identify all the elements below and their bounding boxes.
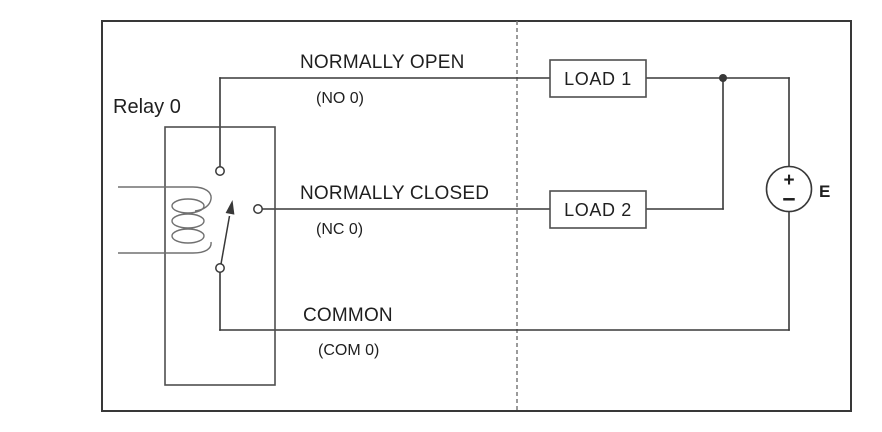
coil-loop-3: [171, 228, 205, 244]
source-plus-icon: +: [783, 170, 794, 191]
armature-arrowhead-icon: [225, 200, 235, 215]
junction-dot: [719, 74, 727, 82]
load2-label: LOAD 2: [564, 200, 632, 220]
normally-open-tag: (NO 0): [316, 90, 364, 107]
relay-coil: [118, 186, 212, 254]
coil-loop-1: [171, 198, 205, 214]
relay-box: [164, 126, 276, 386]
com-contact-terminal: [215, 263, 225, 273]
load1-label: LOAD 1: [564, 69, 632, 89]
labels-group: Relay 0 NORMALLY OPEN (NO 0) NORMALLY CL…: [113, 52, 830, 359]
load1-box: [549, 59, 647, 98]
normally-open-title: NORMALLY OPEN: [300, 52, 465, 73]
coil-bottom-lead: [118, 241, 212, 254]
source-label: E: [819, 182, 830, 201]
normally-closed-tag: (NC 0): [316, 221, 363, 238]
wires-group: [219, 77, 790, 331]
source-minus-icon: −: [782, 186, 795, 212]
relay-label: Relay 0: [113, 96, 181, 118]
outer-border-box: [101, 20, 852, 412]
common-tag: (COM 0): [318, 342, 379, 359]
load2-box: [549, 190, 647, 229]
switch-armature-group: [220, 200, 235, 265]
nc-contact-terminal: [253, 204, 263, 214]
coil-loop-2: [171, 213, 205, 229]
switch-armature: [220, 215, 231, 265]
common-title: COMMON: [303, 305, 393, 326]
voltage-source-circle: [765, 165, 813, 213]
normally-closed-title: NORMALLY CLOSED: [300, 183, 489, 204]
no-contact-terminal: [215, 166, 225, 176]
contact-terminals: [215, 166, 263, 273]
